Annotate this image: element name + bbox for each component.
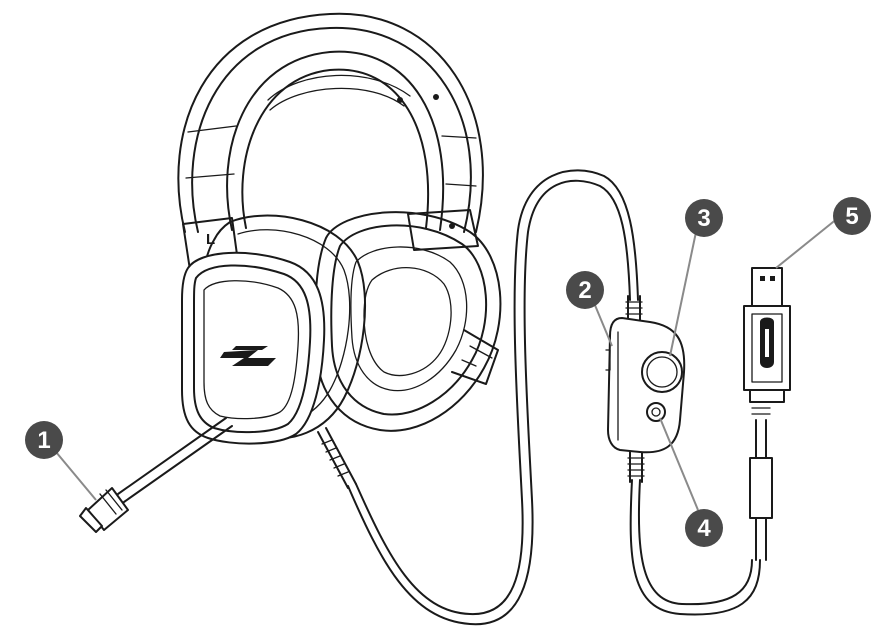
- callout-3: 3: [685, 199, 723, 237]
- side-label-l: L: [206, 231, 215, 248]
- callout-number-3: 3: [697, 205, 710, 232]
- callout-2: 2: [566, 271, 604, 309]
- callout-leaders: [55, 217, 839, 511]
- headset-cable: [317, 169, 773, 626]
- inline-control: [605, 317, 686, 454]
- callout-4: 4: [685, 509, 723, 547]
- callout-number-1: 1: [37, 427, 50, 454]
- callout-1: 1: [25, 421, 63, 459]
- mic-mute-switch: [646, 402, 666, 422]
- callout-number-2: 2: [578, 277, 591, 304]
- callout-number-5: 5: [845, 203, 858, 230]
- volume-wheel: [641, 351, 683, 393]
- microphone-boom: [79, 417, 233, 533]
- headband: [177, 12, 484, 271]
- left-earcup: [181, 214, 366, 445]
- usb-connector: [743, 267, 791, 403]
- callout-5: 5: [833, 197, 871, 235]
- callout-number-4: 4: [697, 515, 711, 542]
